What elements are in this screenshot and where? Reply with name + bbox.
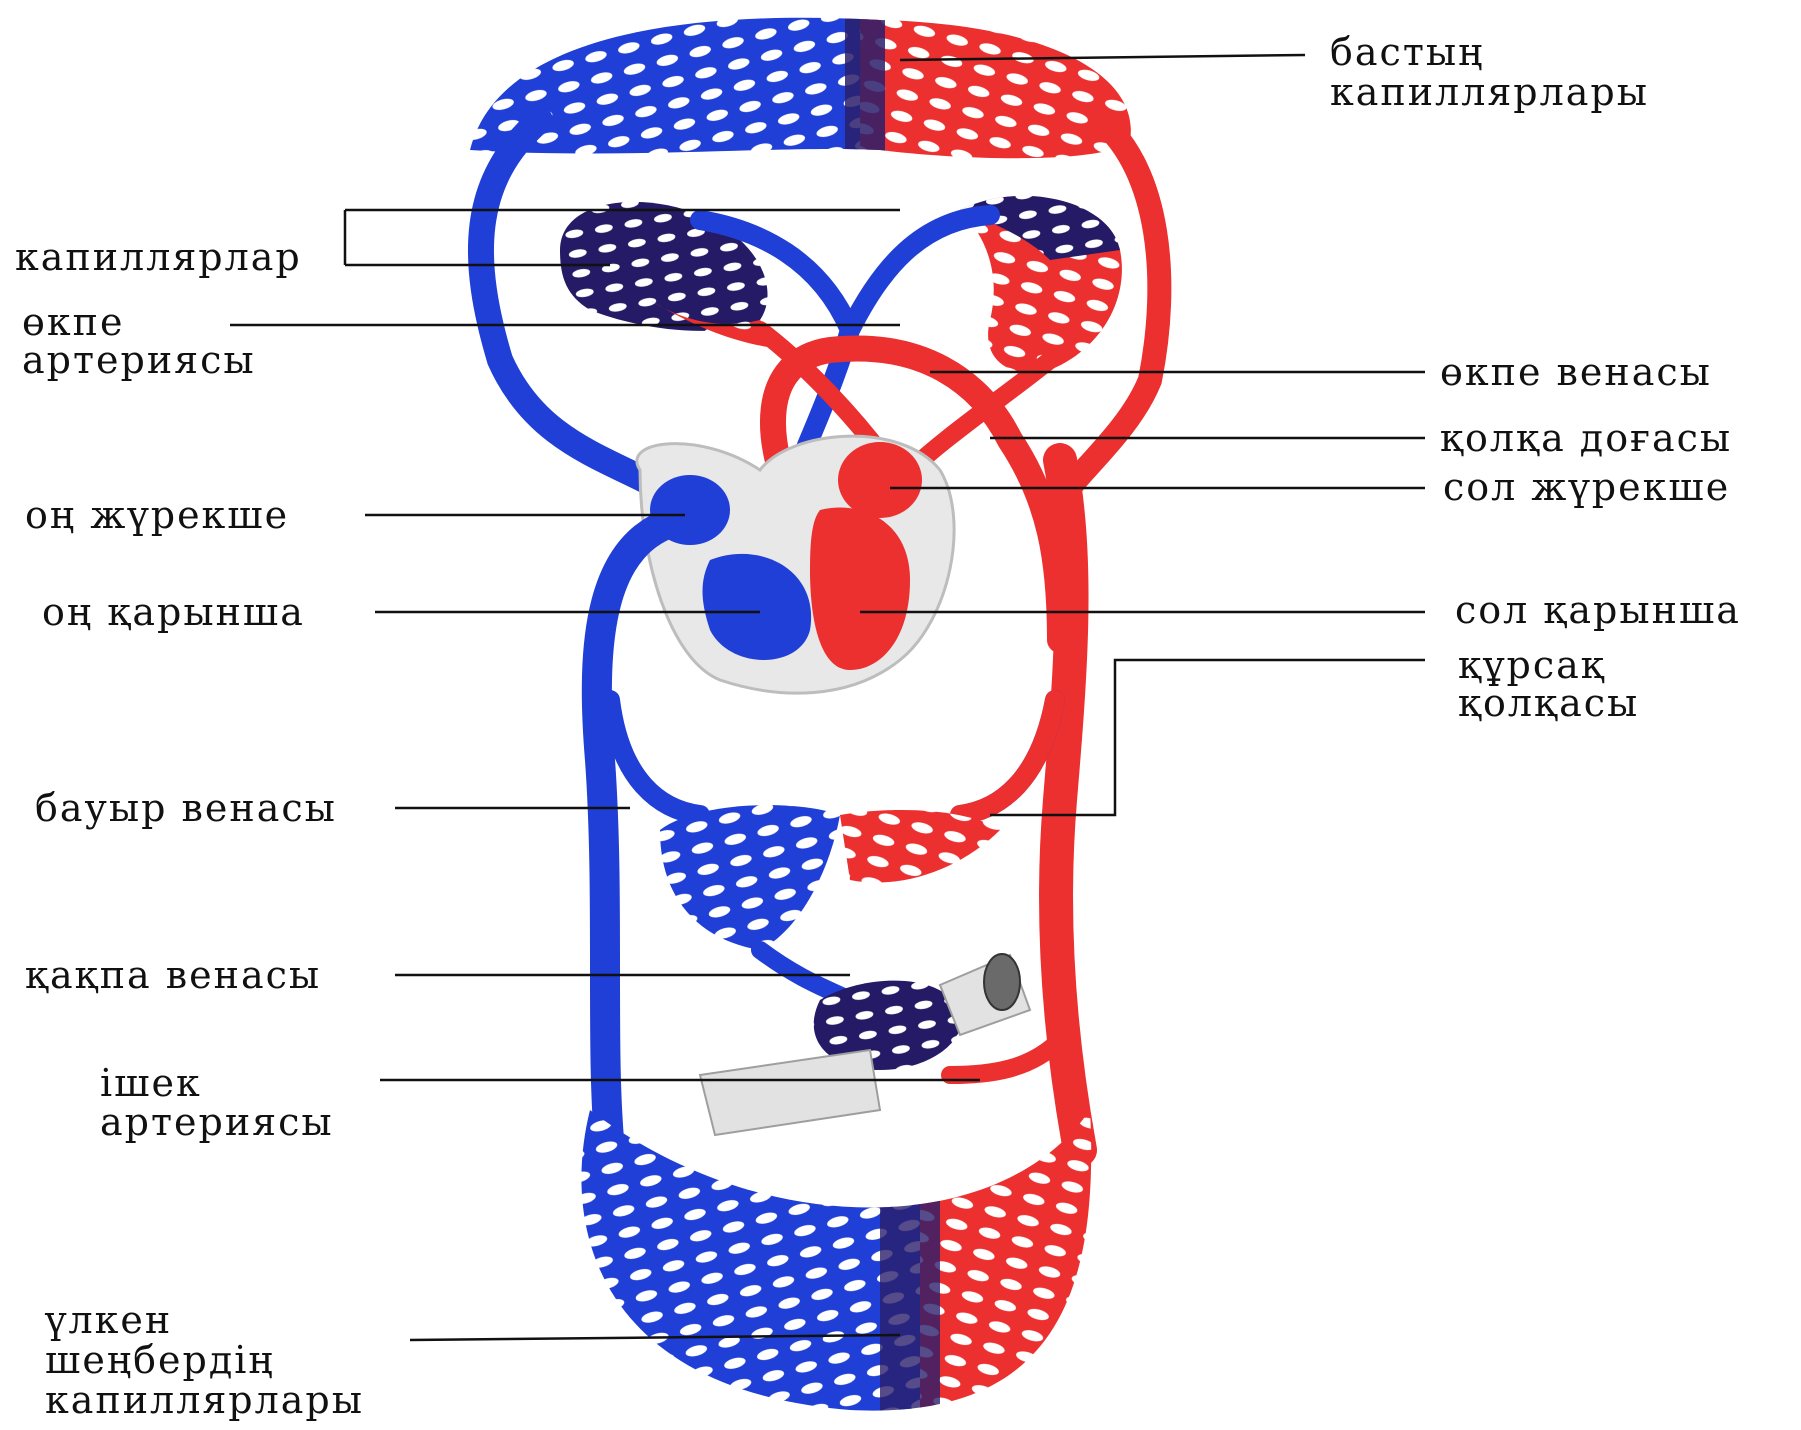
label-right-ventricle: оң қарынша <box>42 592 305 632</box>
label-abdominal-aorta-line1: құрсақ <box>1458 645 1606 685</box>
label-head-capillaries-line1: бастың <box>1330 32 1484 72</box>
systemic-capillary-network <box>560 1100 1120 1430</box>
label-capillaries: капиллярлар <box>15 237 302 277</box>
label-pulmonary-vein: өкпе венасы <box>1440 352 1712 392</box>
label-portal-vein: қақпа венасы <box>25 955 321 995</box>
label-systemic-capillaries-line2: шеңбердің <box>45 1340 275 1380</box>
intestinal-artery-vessel <box>950 1040 1060 1075</box>
label-left-ventricle: сол қарынша <box>1455 590 1741 630</box>
left-atrium-chamber <box>838 442 922 518</box>
label-intestinal-artery-line2: артериясы <box>100 1102 334 1142</box>
label-left-atrium: сол жүрекше <box>1443 467 1730 507</box>
label-systemic-capillaries-line1: үлкен <box>45 1300 172 1340</box>
liver-capillaries <box>660 805 1000 950</box>
label-pulmonary-artery-line1: өкпе <box>22 302 124 342</box>
head-capillary-network <box>460 0 1150 180</box>
label-systemic-capillaries-line3: капиллярлары <box>45 1380 364 1420</box>
label-intestinal-artery-line1: ішек <box>100 1063 202 1103</box>
label-pulmonary-artery-line2: артериясы <box>22 340 256 380</box>
heart <box>637 436 954 693</box>
label-right-atrium: оң жүрекше <box>25 495 289 535</box>
label-abdominal-aorta-line2: қолқасы <box>1458 683 1639 723</box>
label-head-capillaries-line2: капиллярлары <box>1330 72 1649 112</box>
label-hepatic-vein: бауыр венасы <box>35 788 337 828</box>
leader-lines <box>230 55 1425 1340</box>
label-aortic-arch: қолқа доғасы <box>1440 418 1732 458</box>
